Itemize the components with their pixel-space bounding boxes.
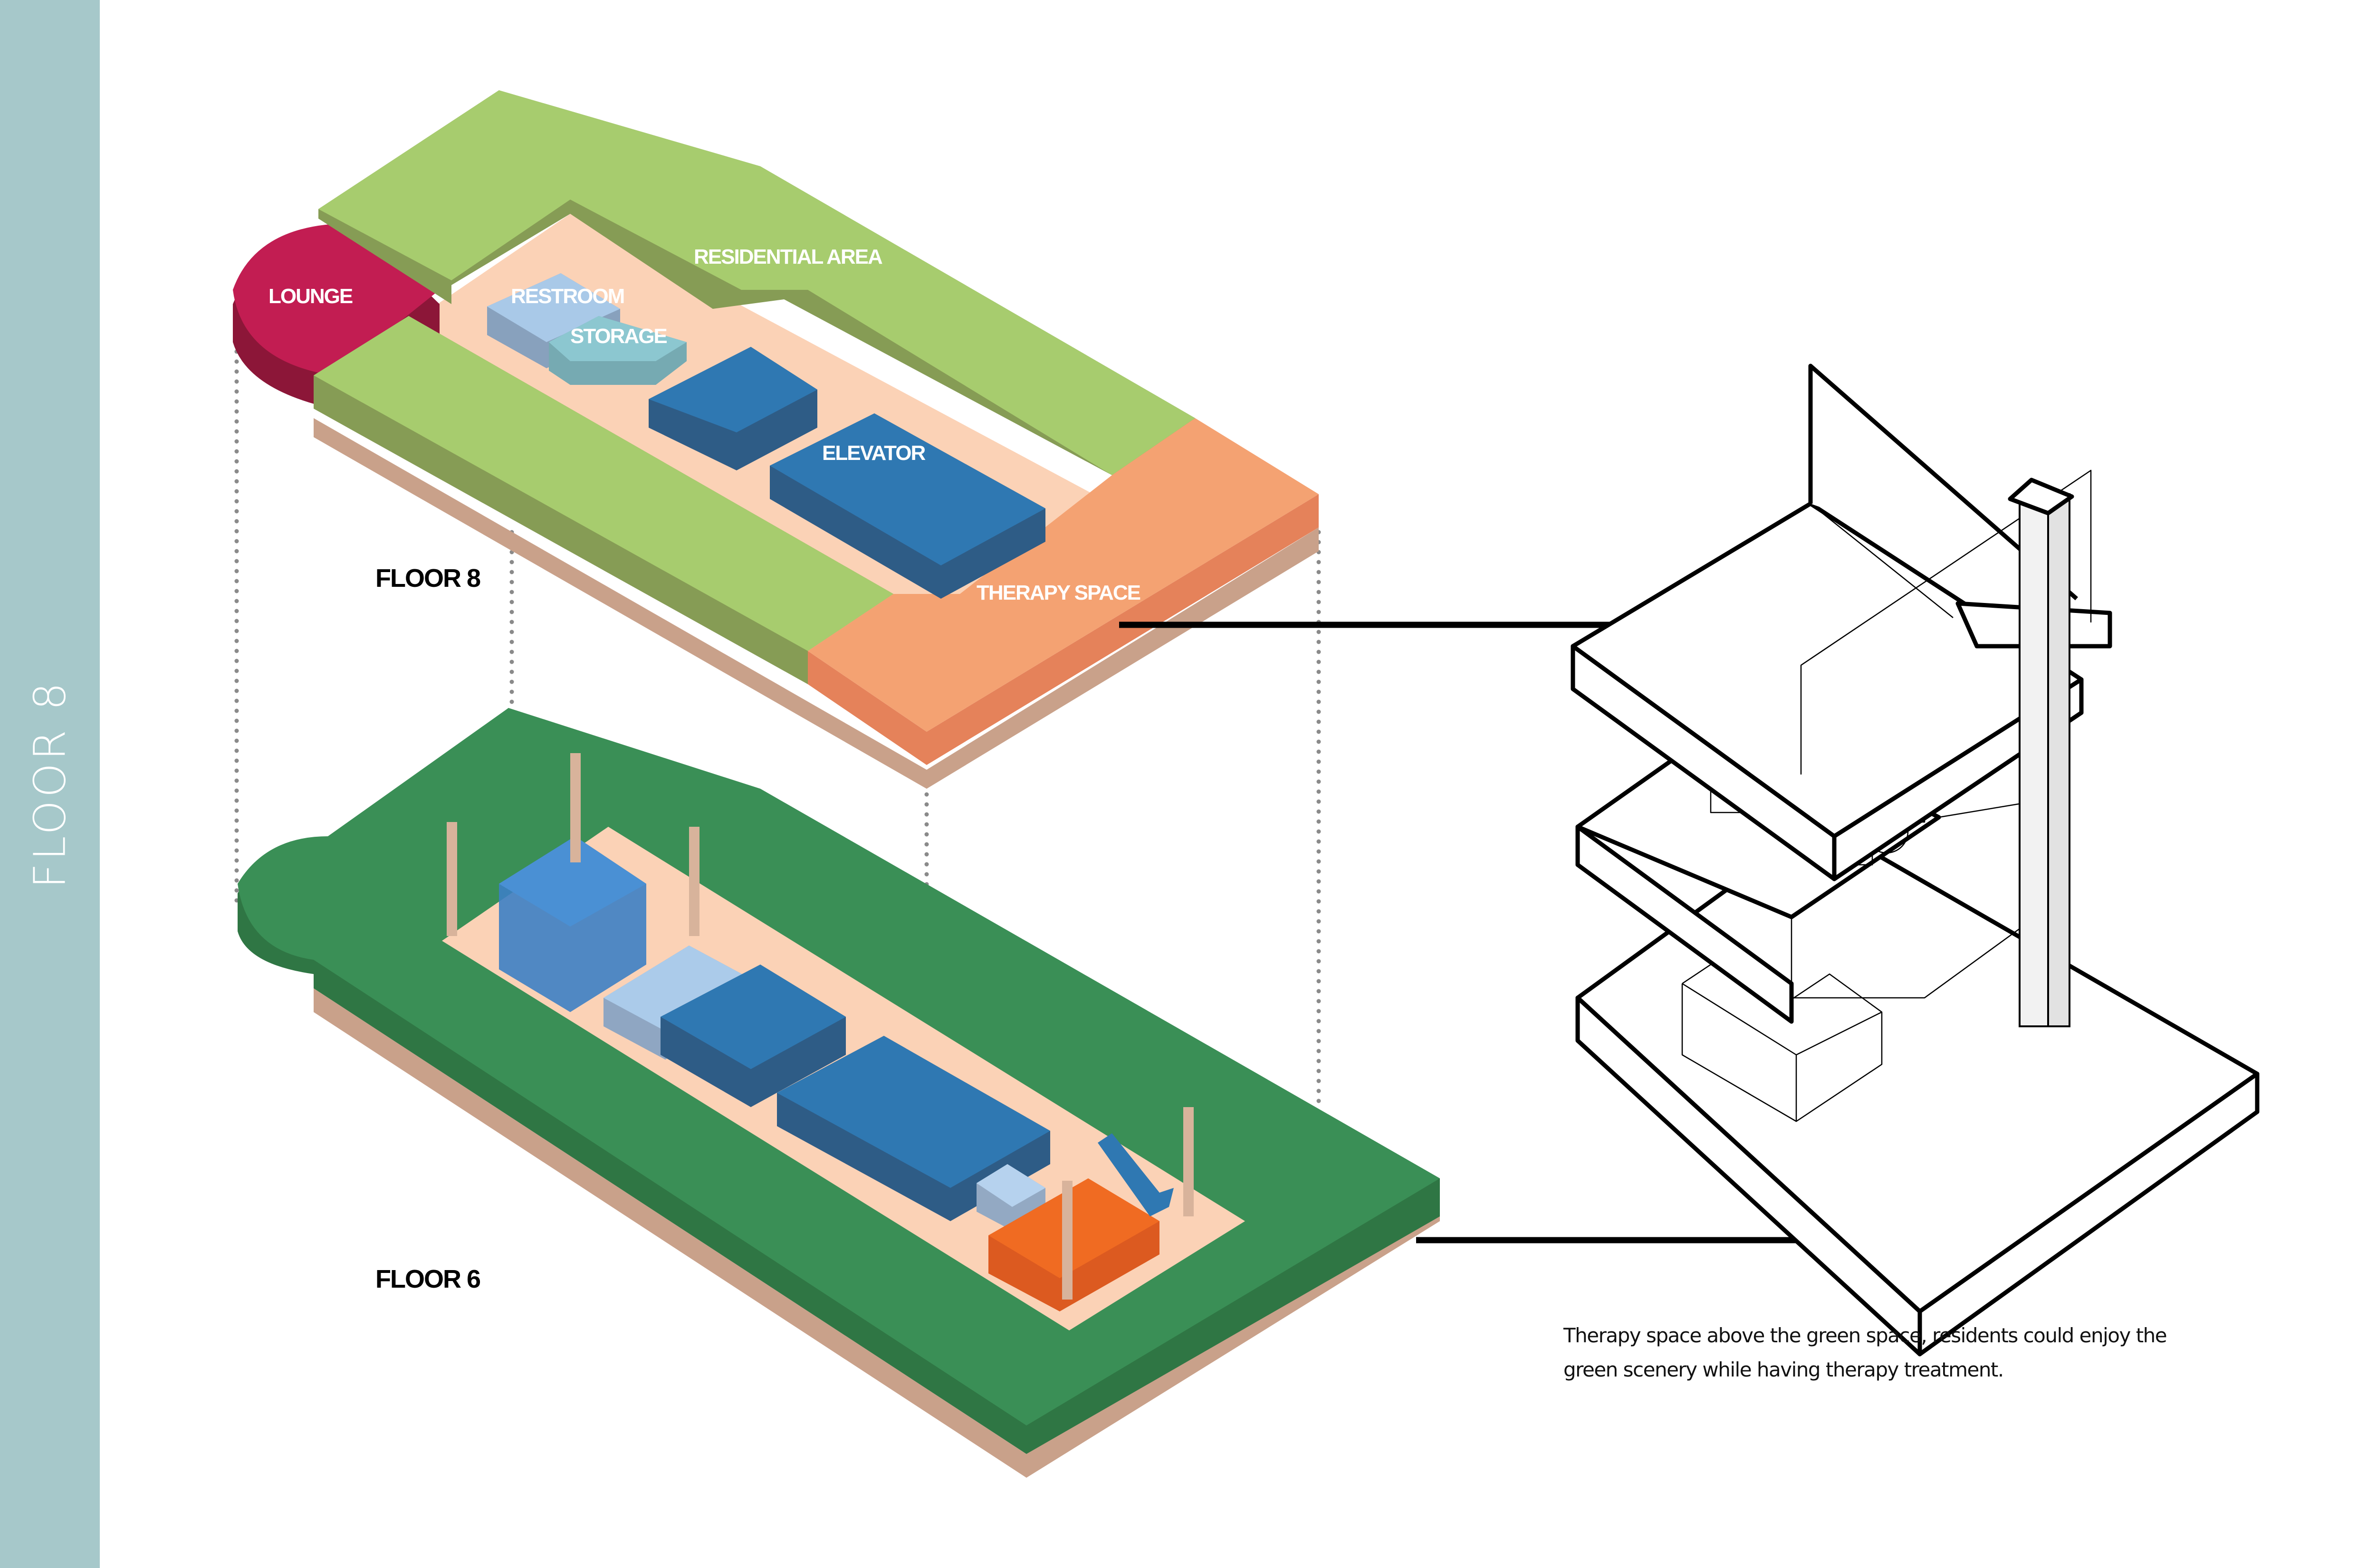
sidebar: FLOOR 8 xyxy=(0,0,100,1568)
storage-label: STORAGE xyxy=(570,325,667,348)
column xyxy=(689,827,699,936)
column xyxy=(1062,1181,1073,1300)
floor6-model: FLOOR 6 xyxy=(238,708,1440,1478)
elevator-block: ELEVATOR xyxy=(649,347,1045,599)
column xyxy=(570,753,581,862)
floor6-columns xyxy=(447,753,1194,1300)
restroom-label: RESTROOM xyxy=(511,285,624,308)
column xyxy=(447,822,457,936)
floor6-stair xyxy=(1098,1133,1174,1216)
brick-column xyxy=(2008,478,2074,1027)
lounge-label: LOUNGE xyxy=(268,285,353,308)
caption: Therapy space above the green space, res… xyxy=(1563,1319,2305,1387)
floor8-slab-edge xyxy=(314,418,1319,789)
column xyxy=(1183,1107,1194,1216)
wall-panel xyxy=(1800,363,2092,774)
caption-line-1: Therapy space above the green space, res… xyxy=(1563,1324,2167,1347)
floor6-orange-box xyxy=(988,1178,1159,1311)
therapy-space-label: THERAPY SPACE xyxy=(977,581,1140,604)
floor8-label: FLOOR 8 xyxy=(375,564,480,593)
section-axonometric xyxy=(1571,363,2260,1357)
residential-area-block: RESIDENTIAL AREA xyxy=(318,90,1195,513)
floor6-light-blue-tower xyxy=(499,836,646,1012)
caption-line-2: green scenery while having therapy treat… xyxy=(1563,1358,2004,1381)
floor8-model: LOUNGE RESIDENTIAL AREA THERAPY SPACE RE… xyxy=(233,90,1319,789)
floor6-elevator-block xyxy=(661,965,1050,1221)
storage-block: STORAGE xyxy=(549,316,687,385)
elevator-label: ELEVATOR xyxy=(822,441,925,465)
residential-area-label: RESIDENTIAL AREA xyxy=(694,245,882,268)
bottom-slab xyxy=(1575,820,2260,1357)
therapy-space-block: THERAPY SPACE xyxy=(808,418,1319,765)
lower-green-block xyxy=(314,316,893,684)
floor6-label: FLOOR 6 xyxy=(375,1265,480,1293)
floor6-restroom-block xyxy=(604,946,751,1060)
floor6-slab-edge xyxy=(314,988,1440,1478)
